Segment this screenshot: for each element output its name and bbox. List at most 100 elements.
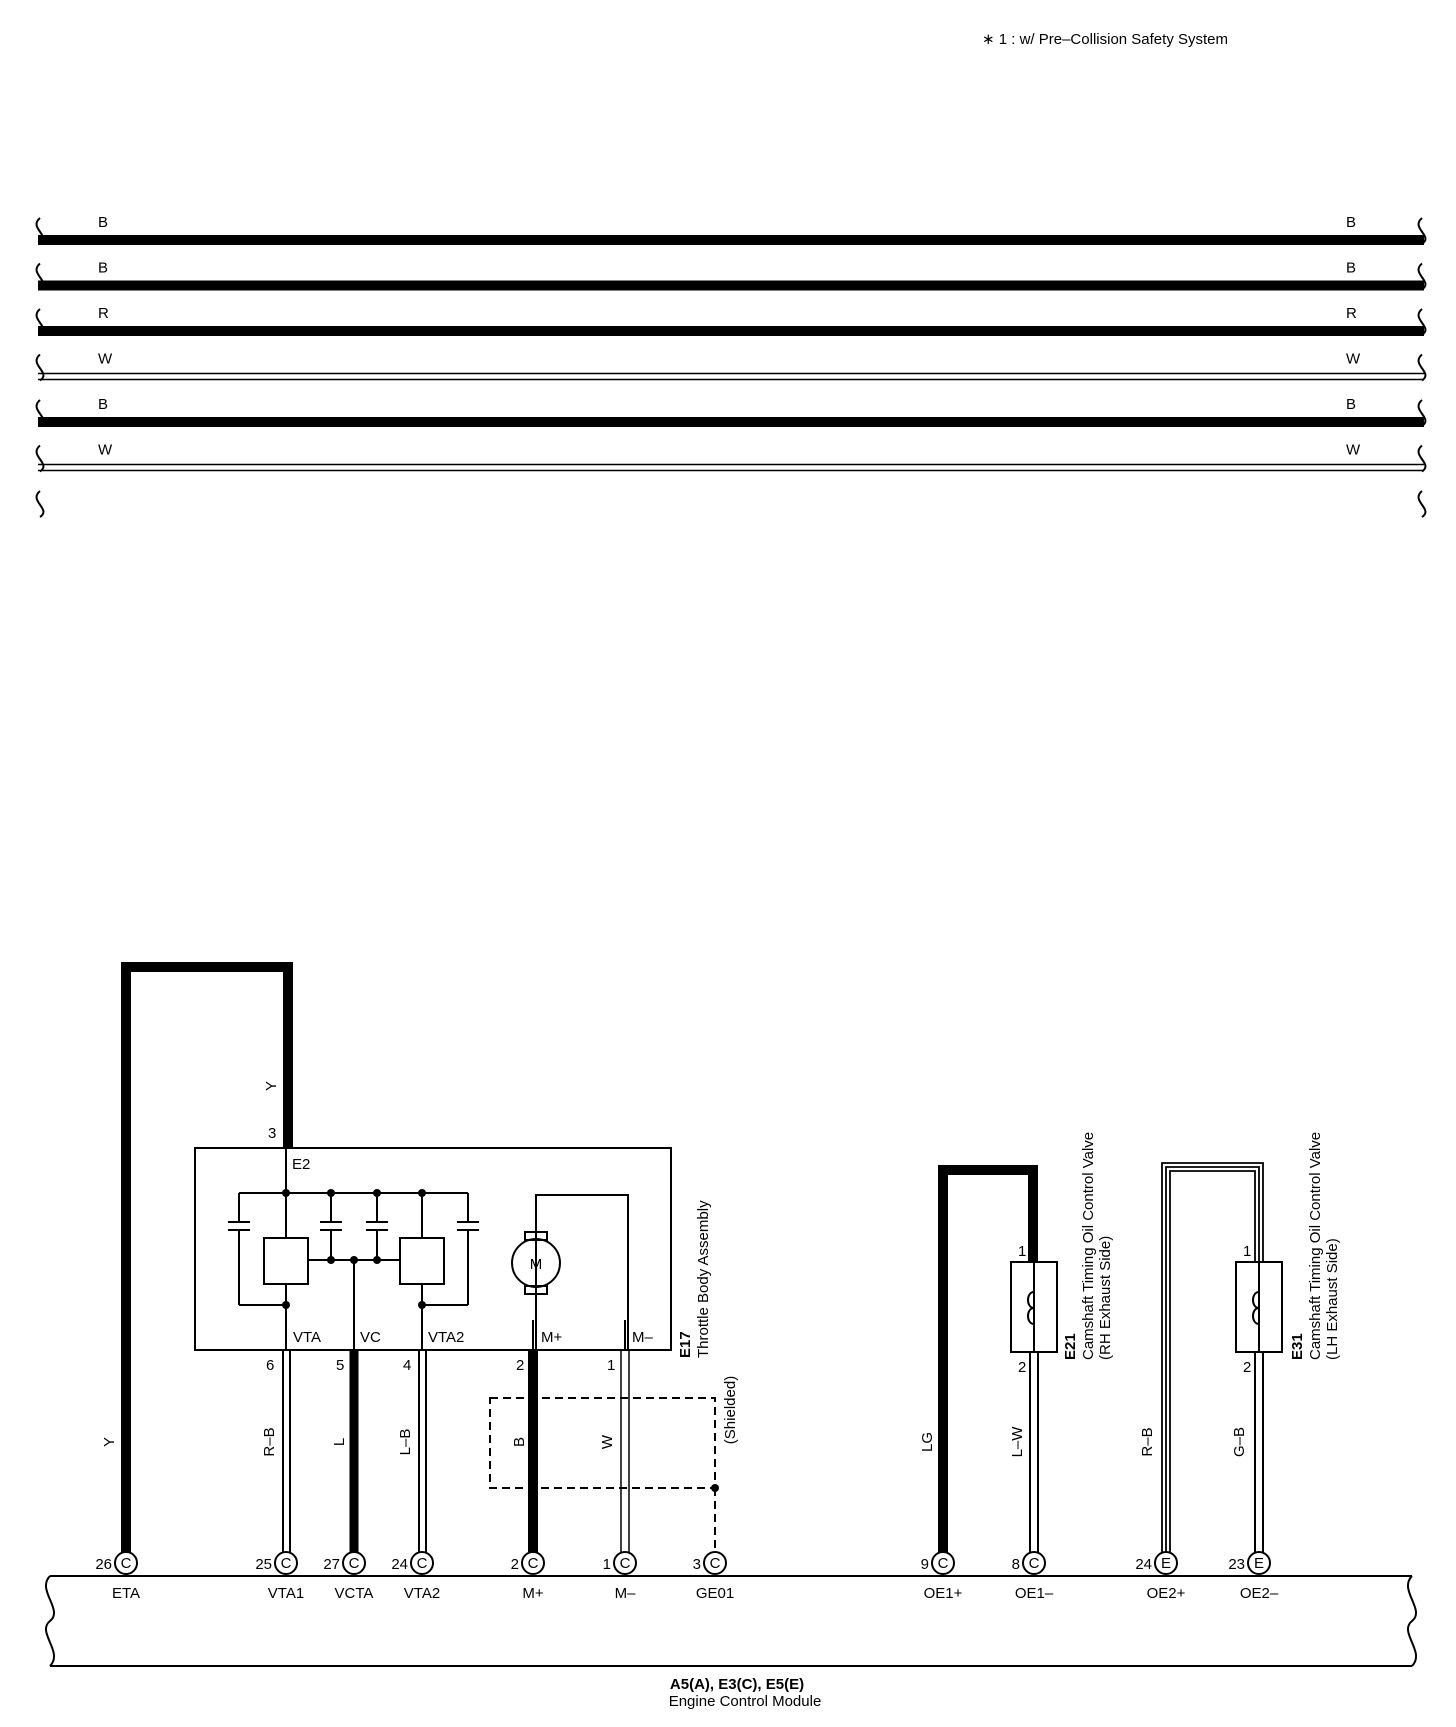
shield-junction [711,1484,719,1492]
shield [489,1397,716,1562]
pin-name: VCTA [335,1585,374,1602]
pin-connector-letter: C [938,1555,949,1572]
throttle-terminal-label: M– [632,1329,653,1346]
throttle-body-box [194,1138,672,1351]
pin-connector-letter: C [710,1555,721,1572]
break-mark [1417,353,1427,382]
bus-wire-color-right: B [1346,396,1356,413]
break-mark [35,444,45,473]
cam-lh-circuit [1161,1162,1283,1562]
pin-number: 24 [391,1556,408,1573]
pin-circle [1022,1551,1046,1575]
pin-connector-letter: C [121,1555,132,1572]
pin-connector-letter: C [620,1555,631,1572]
wire-label-vcta: L [331,1438,348,1446]
cam-rh-connector-id: E21 [1062,1333,1079,1360]
wire-eta [121,962,293,1562]
throttle-connector-id: E17 [677,1331,694,1358]
bus-wire-color-right: W [1346,442,1361,459]
pin-name: ETA [112,1585,140,1602]
wire-vta2 [418,1350,427,1562]
ecm-pin: C2M+ [511,1551,545,1602]
pin-circle [342,1551,366,1575]
pin-number: 8 [1012,1556,1020,1573]
bus-wire-color-left: B [98,396,108,413]
bus-wire-color-right: R [1346,305,1357,322]
e2-pin-number: 3 [268,1125,276,1142]
ecm-name: Engine Control Module [669,1693,822,1710]
throttle-terminal-label: VC [360,1329,381,1346]
pin-mplus: 2 [516,1357,524,1374]
pin-connector-letter: C [417,1555,428,1572]
throttle-body-name: Throttle Body Assembly [695,1200,712,1358]
bus-wire-color-right: B [1346,260,1356,277]
pin-name: M– [615,1585,636,1602]
pin-name: VTA1 [268,1585,304,1602]
pin-vta: 6 [266,1357,274,1374]
wire-label-eta-lower: Y [101,1437,118,1447]
pin-circle [521,1551,545,1575]
pin-name: GE01 [696,1585,734,1602]
pin-name: OE1– [1015,1585,1054,1602]
motor-symbol: M [530,1256,543,1273]
ecm-box [44,1575,1418,1667]
break-mark [1417,444,1427,473]
pin-circle [703,1551,727,1575]
bus-wire-color-left: R [98,305,109,322]
throttle-wires [282,1350,719,1562]
bus-wire-color-left: W [98,442,113,459]
throttle-sensor-circuit [228,1148,479,1350]
pin-name: M+ [522,1585,543,1602]
wire-label-oe1plus: LG [919,1432,936,1452]
e2-terminal-label: E2 [292,1156,310,1173]
throttle-motor [511,1194,629,1350]
pin-connector-letter: C [281,1555,292,1572]
pin-connector-letter: E [1161,1555,1171,1572]
ecm-pins: C26ETAC25VTA1C27VCTAC24VTA2C2M+C1M–C3GE0… [95,1551,1279,1602]
pin-circle [931,1551,955,1575]
ecm-connectors: A5(A), E3(C), E5(E) [670,1676,804,1693]
pin-circle [1247,1551,1271,1575]
throttle-terminal-label: VTA [293,1329,321,1346]
bus-wire-color-left: B [98,260,108,277]
cam-rh-side: (RH Exhaust Side) [1097,1236,1114,1360]
throttle-body-title: E17 Throttle Body Assembly [677,1200,712,1358]
cam-lh-name: Camshaft Timing Oil Control Valve [1307,1132,1324,1360]
wire-label-oe1minus: L–W [1009,1426,1026,1458]
pin-connector-letter: C [528,1555,539,1572]
break-mark [35,353,45,382]
pin-number: 2 [511,1556,519,1573]
footnote: ∗ 1 : w/ Pre–Collision Safety System [982,31,1228,48]
bus-wire-color-left: B [98,214,108,231]
pin-name: VTA2 [404,1585,440,1602]
pin-connector-letter: E [1254,1555,1264,1572]
wire-label-vta2: L–B [397,1429,414,1456]
pin-vta2: 4 [403,1357,411,1374]
wire-vta1 [282,1350,291,1562]
throttle-terminal-label: M+ [541,1329,562,1346]
pin-number: 23 [1228,1556,1245,1573]
wire-label-mplus: B [511,1437,528,1447]
bus-wire-color-right: B [1346,214,1356,231]
pin-name: OE2– [1240,1585,1279,1602]
pin-number: 1 [603,1556,611,1573]
bus-wire-color-left: W [98,351,113,368]
cam-rh-pin-bottom: 2 [1018,1359,1026,1376]
wire-label-mminus: W [599,1434,616,1449]
pin-number: 27 [323,1556,340,1573]
pin-name: OE1+ [924,1585,963,1602]
